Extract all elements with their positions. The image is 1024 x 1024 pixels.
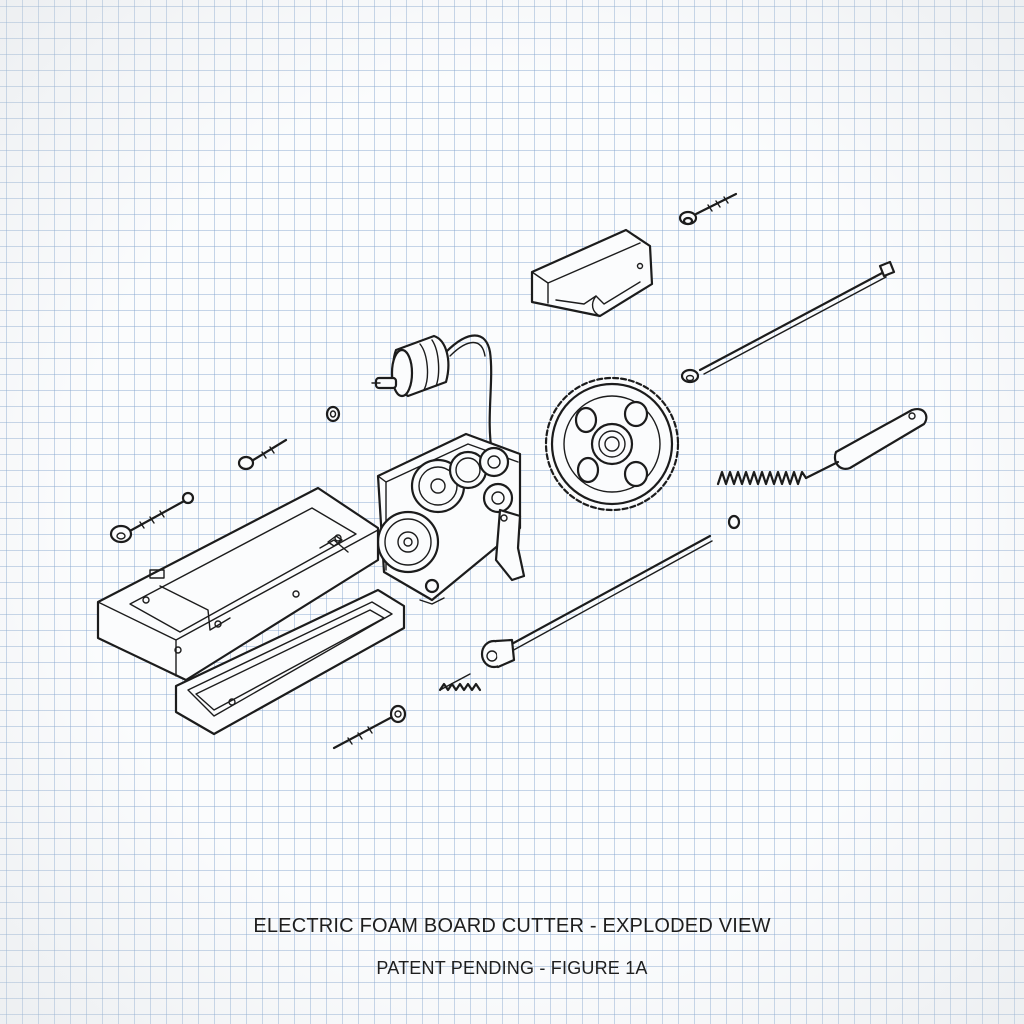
screw-top-right <box>678 192 738 226</box>
figure-subtitle: PATENT PENDING - FIGURE 1A <box>376 958 648 978</box>
washer <box>325 405 341 423</box>
guide-rod <box>680 260 896 384</box>
drive-gear <box>544 376 680 512</box>
screw-left <box>109 491 195 544</box>
push-rod <box>480 534 713 669</box>
handle-lower-housing <box>96 486 380 682</box>
battery-cover <box>174 588 406 736</box>
figure-title: ELECTRIC FOAM BOARD CUTTER - EXPLODED VI… <box>253 915 771 937</box>
set-screw <box>438 673 482 692</box>
screw-bottom <box>332 704 407 750</box>
motor <box>371 334 494 454</box>
wire-bracket <box>530 228 654 318</box>
screw-small <box>237 438 288 471</box>
gearbox <box>376 432 526 605</box>
tension-spring-handle <box>716 408 928 530</box>
